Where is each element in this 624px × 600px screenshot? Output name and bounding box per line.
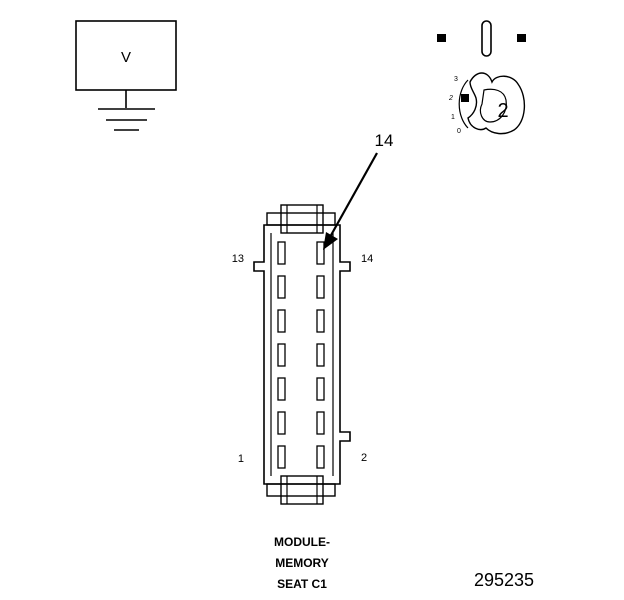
latch-bottom-outer: [266, 483, 336, 497]
terminal-blade-icon: [481, 20, 492, 57]
dial-indicator: [461, 94, 469, 102]
dial-arc: [458, 79, 469, 129]
pin-cavity: [277, 445, 286, 469]
callout-arrowhead: [323, 232, 338, 250]
latch-bottom-inner: [280, 475, 324, 505]
probe-terminal-icon: [437, 20, 526, 57]
terminal-square-left: [437, 34, 446, 42]
connector-caption: MODULE- MEMORY SEAT C1: [232, 532, 372, 595]
pin-cavity: [316, 411, 325, 435]
voltmeter: V: [75, 20, 177, 131]
dial-mark-3: 3: [454, 76, 458, 83]
pin-label-14: 14: [361, 253, 373, 265]
pin-label-2: 2: [361, 452, 367, 464]
caption-line-3: SEAT C1: [277, 577, 327, 591]
pin-cavity: [277, 411, 286, 435]
pin-label-13: 13: [232, 253, 244, 265]
voltmeter-label: V: [121, 49, 131, 66]
pin-cavity: [316, 445, 325, 469]
callout-label: 14: [375, 131, 394, 150]
latch-top-inner: [280, 204, 324, 234]
dial-body: [467, 72, 525, 135]
terminal-square-right: [517, 34, 526, 42]
caption-line-2: MEMORY: [275, 556, 329, 570]
connector-body: 13 14 1 2: [232, 204, 373, 505]
pin-cavity: [277, 309, 286, 333]
ground-icon: [98, 108, 155, 131]
connector-housing: [253, 224, 351, 485]
dial-knob: [479, 88, 507, 123]
figure-number: 295235: [474, 570, 535, 590]
dial-setting-label: 2: [497, 100, 508, 122]
caption-line-1: MODULE-: [274, 535, 330, 549]
callout-arrow-shaft: [329, 152, 378, 238]
pin-cavity: [316, 275, 325, 299]
pin-cavity: [316, 377, 325, 401]
pin-cavity: [316, 343, 325, 367]
selector-dial-icon: 3 2 1 0 2: [448, 72, 525, 135]
pin-cavity: [277, 275, 286, 299]
dial-mark-0: 0: [457, 128, 461, 135]
pin-cavity: [277, 343, 286, 367]
pin-cavity: [277, 241, 286, 265]
pin-cavity: [316, 309, 325, 333]
pin-cavities: [277, 241, 325, 469]
dial-mark-1: 1: [451, 114, 455, 121]
pin-cavity: [277, 377, 286, 401]
dial-mark-2: 2: [448, 95, 453, 102]
latch-top-outer: [266, 212, 336, 226]
pin-cavity: [316, 241, 325, 265]
callout: 14: [323, 131, 393, 250]
pin-label-1: 1: [238, 453, 244, 465]
